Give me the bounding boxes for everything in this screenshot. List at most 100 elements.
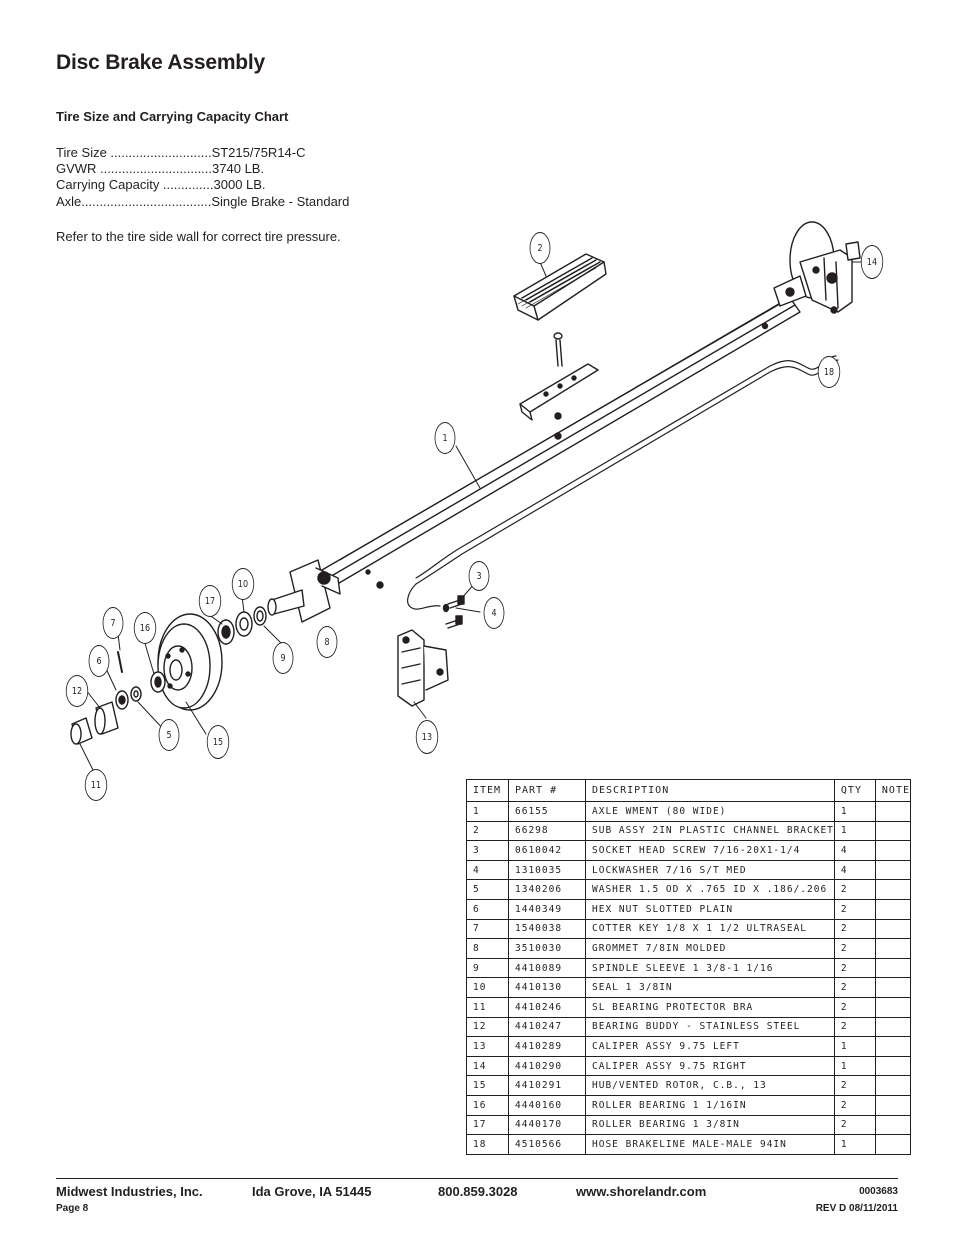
- cell-description: HOSE BRAKELINE MALE-MALE 94IN: [585, 1134, 835, 1155]
- page-title: Disc Brake Assembly: [56, 51, 266, 74]
- cell-note: [874, 1075, 912, 1096]
- header-qty: QTY: [833, 779, 876, 802]
- cell-description: WASHER 1.5 OD X .765 ID X .186/.206: [585, 879, 835, 900]
- cell-qty: 1: [833, 1036, 876, 1057]
- hub-rotor: [157, 613, 223, 711]
- cell-description: LOCKWASHER 7/16 S/T MED: [585, 859, 835, 881]
- cell-item: 15: [466, 1075, 509, 1096]
- cell-part-number: 4440160: [508, 1094, 586, 1116]
- spec-value: 3740 LB.: [212, 161, 265, 176]
- cell-qty: 2: [833, 996, 876, 1018]
- cell-note: [874, 840, 912, 861]
- cell-part-number: 4410291: [508, 1075, 586, 1096]
- capacity-chart-heading: Tire Size and Carrying Capacity Chart: [56, 109, 289, 124]
- axle-tube: [321, 297, 801, 589]
- cell-part-number: 4410089: [508, 957, 586, 979]
- cell-description: CALIPER ASSY 9.75 RIGHT: [585, 1055, 835, 1077]
- cell-item: 5: [466, 879, 509, 900]
- cell-description: SEAL 1 3/8IN: [585, 977, 835, 998]
- footer-revision: REV D 08/11/2011: [815, 1203, 898, 1214]
- left-caliper: [397, 629, 449, 707]
- header-note: NOTE: [874, 779, 912, 802]
- spec-label: Tire Size ............................: [56, 145, 212, 160]
- cell-part-number: 66155: [508, 801, 586, 822]
- spec-label: GVWR ...............................: [56, 161, 213, 176]
- cell-qty: 1: [833, 801, 876, 822]
- cell-description: SUB ASSY 2IN PLASTIC CHANNEL BRACKET: [585, 820, 835, 842]
- cell-qty: 1: [833, 820, 876, 842]
- callout-5: 5: [158, 719, 180, 751]
- cell-qty: 4: [833, 859, 876, 881]
- spec-row-axle: Axle....................................…: [56, 194, 349, 210]
- cell-description: HEX NUT SLOTTED PLAIN: [585, 898, 835, 920]
- callout-6: 6: [88, 645, 110, 677]
- callout-8: 8: [316, 626, 338, 658]
- cell-note: [874, 879, 912, 900]
- callout-3: 3: [468, 561, 490, 591]
- callout-12: 12: [65, 675, 89, 707]
- cell-item: 4: [466, 859, 509, 881]
- cell-item: 17: [466, 1114, 509, 1136]
- cell-part-number: 1440349: [508, 898, 586, 920]
- callout-14: 14: [860, 245, 884, 279]
- callout-2: 2: [529, 232, 551, 264]
- cell-description: SOCKET HEAD SCREW 7/16-20X1-1/4: [585, 840, 835, 861]
- cell-note: [874, 996, 912, 1018]
- cell-item: 13: [466, 1036, 509, 1057]
- callout-1: 1: [434, 422, 456, 454]
- cell-part-number: 4410247: [508, 1016, 586, 1038]
- inner-bearing-and-seal: [217, 606, 267, 645]
- cell-part-number: 1340206: [508, 879, 586, 900]
- cell-item: 9: [466, 957, 509, 979]
- bracket-bolt-and-plate: [519, 332, 599, 440]
- cell-note: [874, 1094, 912, 1116]
- footer-city: Ida Grove, IA 51445: [252, 1184, 372, 1199]
- cell-note: [874, 801, 912, 822]
- footer-phone: 800.859.3028: [438, 1184, 518, 1199]
- cell-note: [874, 918, 912, 940]
- footer-doc-number: 0003683: [859, 1186, 898, 1197]
- cell-qty: 4: [833, 840, 876, 861]
- cell-qty: 2: [833, 1016, 876, 1038]
- cell-description: HUB/VENTED ROTOR, C.B., 13: [585, 1075, 835, 1096]
- left-spindle-flange: [267, 559, 341, 623]
- cell-item: 3: [466, 840, 509, 861]
- spec-value: ST215/75R14-C: [211, 145, 306, 160]
- cell-item: 11: [466, 996, 509, 1018]
- cell-item: 7: [466, 918, 509, 940]
- callout-7: 7: [102, 607, 124, 639]
- footer-company: Midwest Industries, Inc.: [56, 1184, 203, 1199]
- cell-part-number: 3510030: [508, 938, 586, 959]
- tire-pressure-note: Refer to the tire side wall for correct …: [56, 229, 341, 244]
- cell-description: SPINDLE SLEEVE 1 3/8-1 1/16: [585, 957, 835, 979]
- cell-description: GROMMET 7/8IN MOLDED: [585, 938, 835, 959]
- cell-part-number: 0610042: [508, 840, 586, 861]
- spec-row-tire-size: Tire Size ............................ST…: [56, 145, 306, 161]
- cell-qty: 2: [833, 918, 876, 940]
- callout-13: 13: [415, 720, 439, 754]
- cell-note: [874, 859, 912, 881]
- header-item: ITEM: [466, 779, 509, 802]
- cell-qty: 2: [833, 938, 876, 959]
- spec-label: Axle....................................: [56, 194, 212, 209]
- cell-part-number: 4410246: [508, 996, 586, 1018]
- callout-4: 4: [483, 597, 505, 629]
- right-caliper-assembly: [773, 221, 861, 314]
- cell-note: [874, 820, 912, 842]
- cell-part-number: 66298: [508, 820, 586, 842]
- footer-divider: [56, 1178, 898, 1179]
- cell-qty: 2: [833, 1075, 876, 1096]
- cell-note: [874, 977, 912, 998]
